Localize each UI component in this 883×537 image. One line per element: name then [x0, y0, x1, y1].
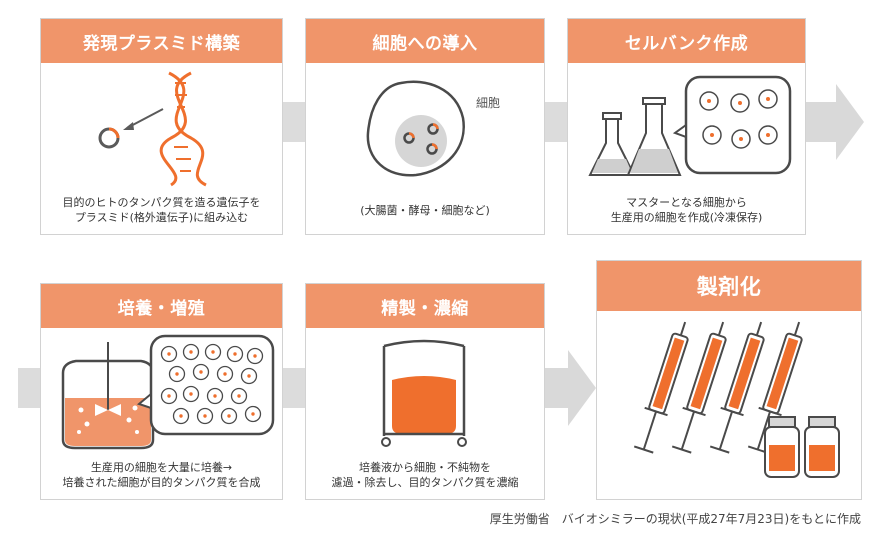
step-title: 発現プラスミド構築 — [41, 19, 282, 63]
flask-cells-illustration — [588, 75, 792, 176]
step-card-formulation: 製剤化 — [596, 260, 862, 500]
arrow-step4-to-step5 — [283, 368, 305, 408]
cell-label: 細胞 — [476, 96, 501, 110]
step-description: 目的のヒトのタンパク質を造る遺伝子を プラスミド(格外遺伝子)に組み込む — [62, 196, 261, 224]
step-card-culture: 培養・増殖 生産用の細胞を大量に培養→ 培養された細胞が目的タンパク質を合成 — [40, 283, 283, 500]
arrow-step3-next — [806, 84, 864, 160]
syringes-vials-illustration — [633, 321, 840, 478]
cell-illustration — [366, 80, 465, 177]
step-description: 培養液から細胞・不純物を 濾過・除去し、目的タンパク質を濃縮 — [331, 461, 519, 489]
step-description: マスターとなる細胞から 生産用の細胞を作成(冷凍保存) — [610, 196, 763, 224]
arrow-step5-to-step6 — [544, 350, 596, 426]
container-illustration — [381, 339, 467, 447]
step-card-plasmid: 発現プラスミド構築 目的のヒトのタンパク質を造る遺伝子を プラスミド(格外遺伝子… — [40, 18, 283, 235]
step-title: 細胞への導入 — [306, 19, 544, 63]
step-card-cell-introduction: 細胞への導入 細胞 (大腸菌・酵母・細胞など) — [305, 18, 545, 235]
arrow-step2-to-step3 — [545, 102, 567, 142]
bioreactor-illustration — [61, 334, 275, 450]
step-description: (大腸菌・酵母・細胞など) — [360, 204, 490, 217]
step-title: 精製・濃縮 — [306, 284, 544, 328]
step-card-cell-bank: セルバンク作成 マスターとなる細胞から 生産用の細胞を作成(冷凍保存) — [567, 18, 806, 235]
step-card-purification: 精製・濃縮 培養液から細胞・不純物を 濾過・除去し、目的タンパク質を濃縮 — [305, 283, 545, 500]
step-title: 製剤化 — [597, 261, 861, 311]
source-note: 厚生労働省 バイオシミラーの現状(平成27年7月23日)をもとに作成 — [489, 512, 861, 526]
arrow-step1-to-step2 — [283, 102, 305, 142]
dna-plasmid-illustration — [98, 71, 207, 187]
step-title: セルバンク作成 — [568, 19, 805, 63]
step-title: 培養・増殖 — [41, 284, 282, 328]
step-description: 生産用の細胞を大量に培養→ 培養された細胞が目的タンパク質を合成 — [62, 461, 261, 489]
arrow-row2-start — [18, 368, 40, 408]
